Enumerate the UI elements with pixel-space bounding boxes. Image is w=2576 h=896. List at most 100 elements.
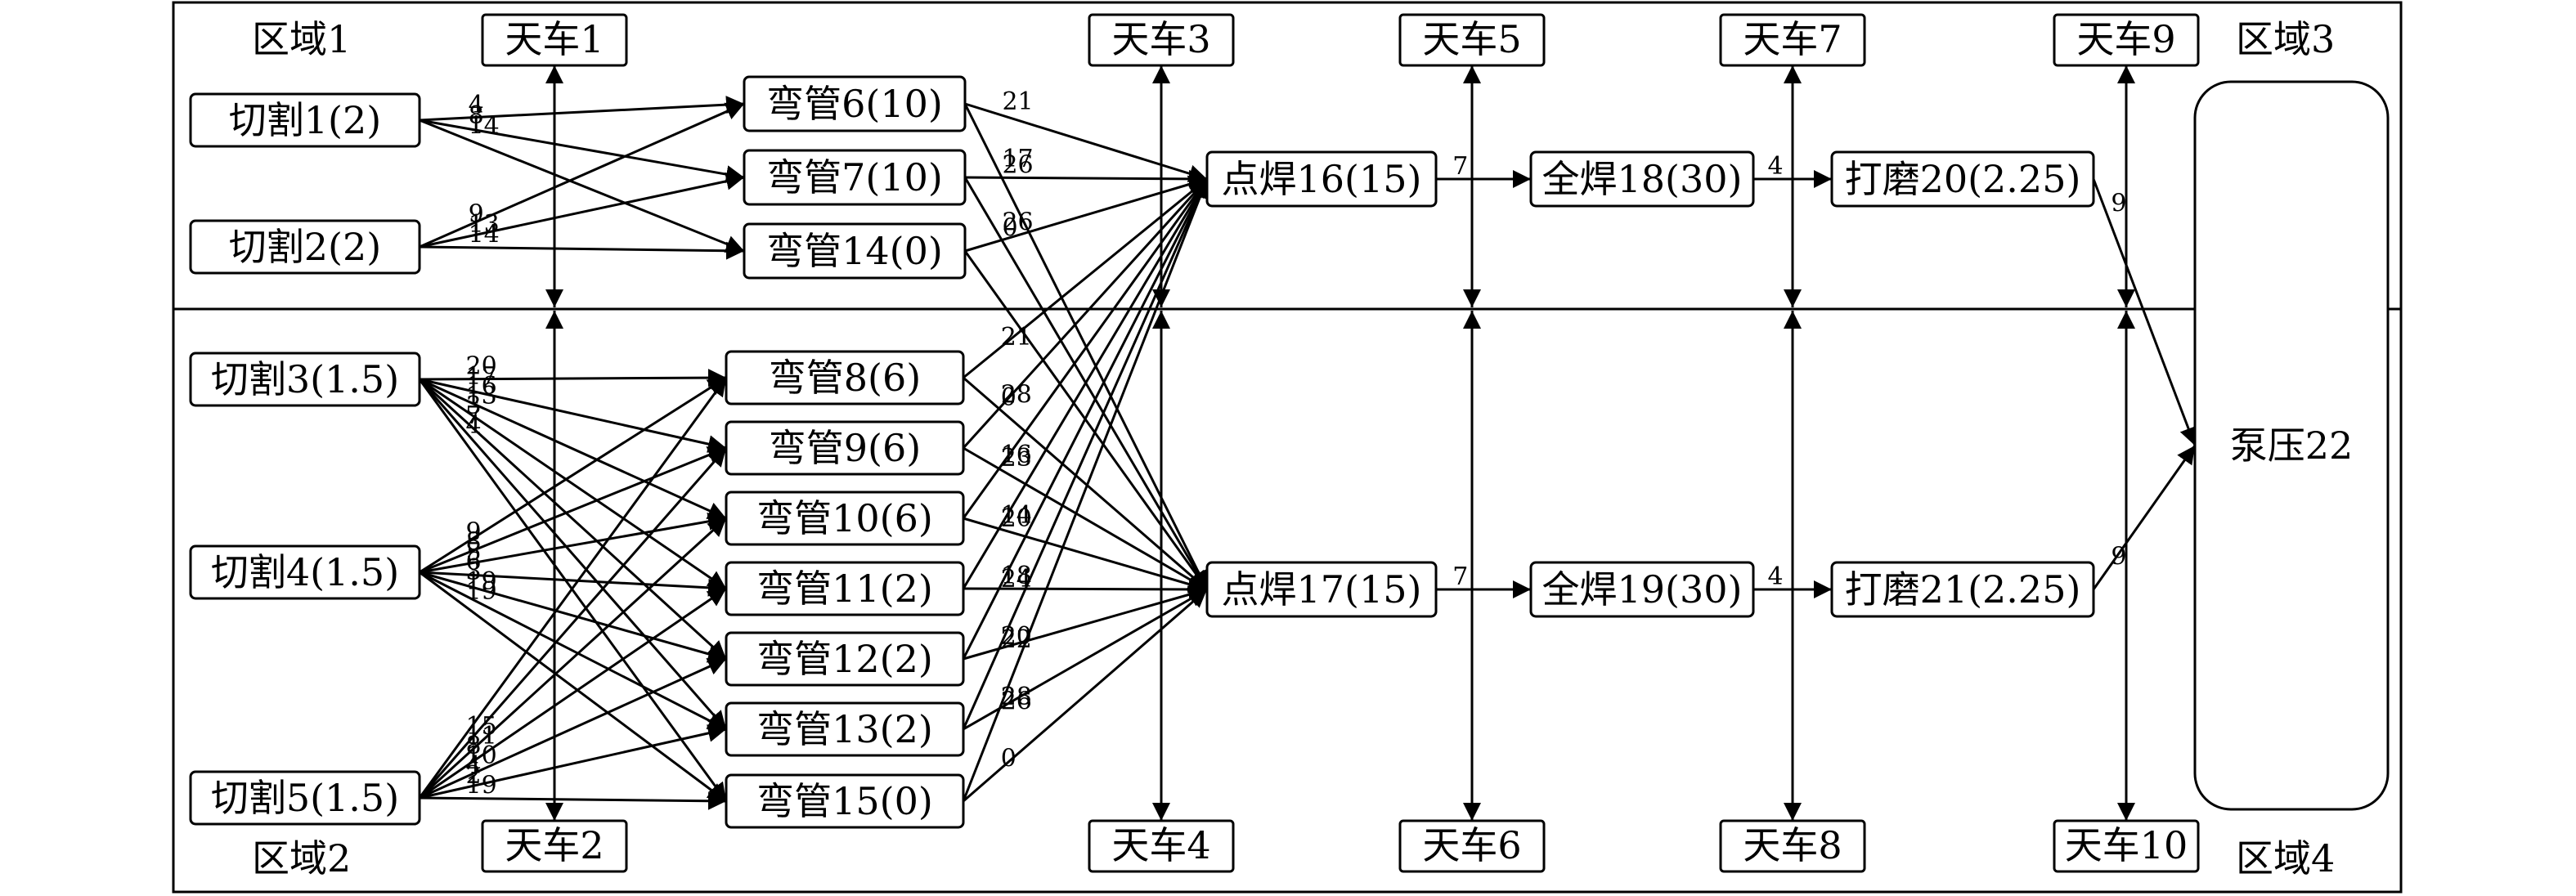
edge-b15-s17 [963, 588, 1208, 803]
edge-weight: 9 [2111, 542, 2126, 571]
node-c4: 切割4(1.5) [189, 544, 421, 600]
edge-weight: 4 [466, 411, 482, 440]
crane-10: 天车10 [2053, 819, 2200, 873]
node-box [1205, 561, 1438, 618]
node-g21: 打磨21(2.25) [1830, 561, 2095, 618]
edge-c5-b10 [418, 517, 728, 800]
node-box [725, 701, 965, 757]
edge-weight: 9 [469, 200, 484, 229]
crane-box [2053, 13, 2200, 67]
crane-box [1719, 13, 1866, 67]
edge-b15-s16 [962, 178, 1209, 802]
edge-weight: 0 [1001, 383, 1016, 412]
node-box [189, 352, 421, 407]
edge-weight: 28 [1001, 683, 1032, 711]
edge-g21-p22 [2092, 445, 2197, 590]
node-c3: 切割3(1.5) [189, 352, 421, 407]
node-box [743, 222, 967, 280]
edge-weight: 14 [469, 111, 500, 140]
crane-box [481, 13, 628, 67]
edge-weight: 5 [466, 538, 482, 567]
crane-box [1088, 819, 1235, 873]
node-b8: 弯管8(6) [725, 350, 965, 405]
edge-weight: 17 [1002, 145, 1033, 173]
crane-label: 天车8 [1743, 823, 1842, 867]
region-label-2: 区域2 [252, 836, 351, 880]
node-c2: 切割2(2) [189, 219, 421, 275]
node-label: 弯管13(2) [756, 707, 933, 751]
region-label-4: 区域4 [2236, 836, 2335, 880]
edge-c5-b13 [419, 724, 727, 800]
node-box [189, 544, 421, 600]
crane-9: 天车9 [2053, 13, 2200, 67]
crane-label: 天车6 [1422, 823, 1521, 867]
edge-weight: 11 [466, 722, 497, 750]
node-w18: 全焊18(30) [1529, 150, 1755, 208]
edges: 4814913142126017262017161337498563191915… [418, 87, 2197, 810]
crane-7: 天车7 [1719, 13, 1866, 67]
node-label: 弯管9(6) [769, 426, 921, 470]
node-box [1830, 150, 2095, 208]
crane-label: 天车7 [1743, 17, 1842, 61]
edge-b9-s16 [962, 177, 1209, 450]
edge-weight: 19 [466, 577, 497, 606]
node-label: 全焊18(30) [1542, 157, 1743, 201]
node-label: 打磨21(2.25) [1845, 567, 2081, 612]
crane-5: 天车5 [1398, 13, 1546, 67]
edge-b11-s16 [962, 178, 1209, 589]
node-box [725, 773, 965, 829]
edge-weight: 23 [1001, 444, 1032, 473]
edge-c4-b11 [419, 571, 727, 597]
node-c5: 切割5(1.5) [189, 770, 421, 826]
node-b6: 弯管6(10) [743, 75, 967, 132]
edge-weight: 8 [466, 528, 482, 557]
edge-c1-b7 [419, 119, 745, 184]
edge-weight: 9 [466, 518, 482, 547]
edge-weight: 4 [466, 751, 482, 780]
edge-weight: 13 [469, 210, 500, 239]
node-box [725, 631, 965, 687]
node-s17: 点焊17(15) [1205, 561, 1438, 618]
edge-b12-s16 [962, 178, 1209, 660]
node-b9: 弯管9(6) [725, 420, 965, 476]
edge-weight: 20 [1001, 622, 1032, 651]
node-label: 全焊19(30) [1542, 567, 1743, 612]
edge-c2-b14 [419, 241, 745, 260]
edge-b13-s16 [962, 178, 1209, 730]
nodes: 切割1(2) 切割2(2) 切割3(1.5) 切割4(1.5) 切割5(1.5) 弯管6(… [189, 75, 2390, 829]
edge-weight: 16 [1001, 441, 1032, 469]
edge-weight: 7 [466, 401, 482, 430]
edge-b9-s17 [963, 446, 1208, 591]
crane-2: 天车2 [481, 819, 628, 873]
edge-c5-b15 [419, 791, 727, 810]
edge-weight: 9 [2111, 190, 2126, 218]
edge-weight: 8 [469, 101, 484, 130]
node-g20: 打磨20(2.25) [1830, 150, 2095, 208]
edge-weight: 16 [466, 372, 497, 401]
edge-c5-b12 [419, 657, 727, 800]
node-label: 泵压22 [2230, 423, 2354, 468]
edge-weight: 4 [1767, 562, 1783, 591]
node-label: 切割1(2) [229, 98, 381, 142]
crane-label: 天车9 [2076, 17, 2175, 61]
edge-c3-b8 [419, 369, 727, 388]
edge-weight: 21 [1002, 87, 1033, 116]
node-box [1830, 561, 2095, 618]
crane-label: 天车2 [505, 823, 604, 867]
edge-weight: 19 [466, 772, 497, 800]
crane-8: 天车8 [1719, 819, 1866, 873]
edge-weight: 20 [1001, 504, 1032, 533]
edge-weight: 19 [466, 567, 497, 596]
node-b7: 弯管7(10) [743, 149, 967, 206]
edge-c5-b11 [419, 587, 727, 800]
edge-c4-b12 [419, 571, 727, 663]
node-box [1205, 150, 1438, 208]
edge-b6-s16 [964, 102, 1208, 182]
edge-weight: 21 [1001, 323, 1032, 352]
edge-c5-b9 [418, 447, 728, 799]
node-label: 弯管12(2) [756, 637, 933, 681]
crane-box [1398, 819, 1546, 873]
edge-b13-s17 [963, 588, 1208, 731]
